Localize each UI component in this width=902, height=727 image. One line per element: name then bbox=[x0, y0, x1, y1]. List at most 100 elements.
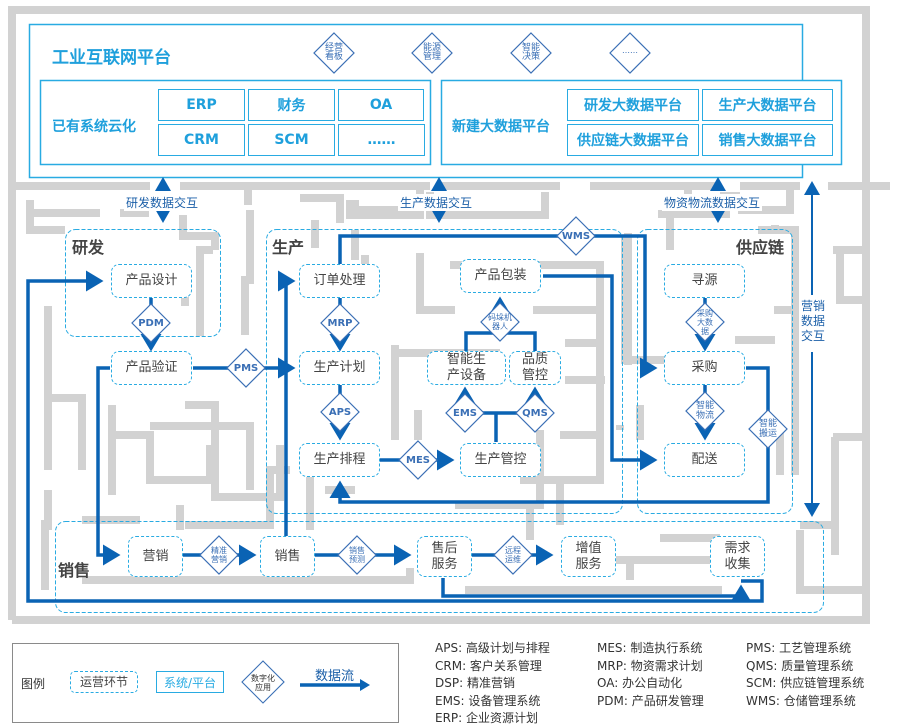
app-label: QMS bbox=[522, 407, 548, 419]
legend-process: 运营环节 bbox=[70, 671, 138, 693]
app-procurement-data: 采购大数据 bbox=[685, 302, 725, 342]
diamond-icon bbox=[493, 535, 533, 575]
app-mes: MES bbox=[398, 440, 438, 480]
diamond-icon bbox=[320, 303, 360, 343]
app-pdm: PDM bbox=[131, 303, 171, 343]
node-quality-control: 品质管控 bbox=[509, 351, 561, 385]
app-mrp: MRP bbox=[320, 303, 360, 343]
app-aps: APS bbox=[320, 392, 360, 432]
app-label: 智能搬运 bbox=[758, 419, 777, 439]
platform-production-bigdata: 生产大数据平台 bbox=[702, 89, 833, 121]
app-label: MRP bbox=[327, 317, 353, 329]
node-delivery: 配送 bbox=[664, 443, 745, 477]
node-marketing: 营销 bbox=[128, 536, 183, 577]
node-product-verify: 产品验证 bbox=[111, 351, 192, 385]
abbreviation-entry: PMS: 工艺管理系统 bbox=[746, 641, 852, 655]
diamond-icon bbox=[226, 348, 266, 388]
supply-section bbox=[637, 229, 793, 514]
platform-rd-bigdata: 研发大数据平台 bbox=[567, 89, 699, 121]
system-crm: CRM bbox=[158, 124, 245, 156]
app-pms: PMS bbox=[226, 348, 266, 388]
legend-flow-arrow-icon bbox=[300, 679, 370, 691]
production-section bbox=[266, 229, 623, 514]
legend bbox=[12, 643, 399, 723]
diamond-icon bbox=[131, 303, 171, 343]
abbreviation-entry: EMS: 设备管理系统 bbox=[435, 693, 541, 708]
platform-sales-bigdata: 销售大数据平台 bbox=[702, 124, 833, 156]
node-product-design: 产品设计 bbox=[111, 264, 192, 298]
abbreviation-entry: SCM: 供应链管理系统 bbox=[746, 676, 865, 690]
node-demand-collection: 需求收集 bbox=[710, 536, 765, 577]
node-order-processing: 订单处理 bbox=[299, 264, 380, 298]
app-sales-forecast: 销售预测 bbox=[337, 535, 377, 575]
flow-verify-to-marketing bbox=[96, 366, 121, 566]
app-smart-handling: 智能搬运 bbox=[748, 409, 788, 449]
node-production-schedule: 生产排程 bbox=[299, 443, 380, 477]
section-title-production: 生产 bbox=[272, 238, 305, 257]
diamond-icon bbox=[313, 32, 355, 74]
abbreviation-entry: DSP: 精准营销 bbox=[435, 676, 515, 690]
abbreviation-entry: APS: 高级计划与排程 bbox=[435, 641, 550, 655]
diamond-icon bbox=[337, 535, 377, 575]
app-label: PDM bbox=[138, 317, 164, 329]
label-rd-interaction: 研发数据交互 bbox=[124, 194, 201, 211]
system-more: …… bbox=[338, 124, 425, 156]
app-diamond-dashboard: 经营看板 bbox=[313, 32, 355, 74]
app-label: MES bbox=[406, 454, 430, 466]
diamond-icon bbox=[685, 302, 725, 342]
flow-sales-to-order bbox=[278, 270, 296, 539]
diamond-icon bbox=[241, 660, 285, 704]
diamond-icon bbox=[748, 409, 788, 449]
diamond-icon bbox=[510, 32, 552, 74]
app-smart-logistics: 智能物流 bbox=[685, 391, 725, 431]
platform-title: 工业互联网平台 bbox=[52, 48, 171, 68]
system-oa: OA bbox=[338, 89, 424, 121]
diamond-icon bbox=[515, 393, 555, 433]
app-label: WMS bbox=[561, 230, 591, 242]
app-robot: 码垛机器人 bbox=[480, 302, 520, 342]
abbreviation-entry: MRP: 物资需求计划 bbox=[597, 658, 703, 673]
app-label: 码垛机器人 bbox=[488, 313, 512, 331]
diamond-icon bbox=[480, 302, 520, 342]
abbreviation-entry: WMS: 仓储管理系统 bbox=[746, 693, 856, 708]
flow-demand-to-design bbox=[26, 270, 764, 603]
app-diamond-more: …… bbox=[609, 32, 651, 74]
abbreviation-entry: MES: 制造执行系统 bbox=[597, 641, 703, 655]
node-production-control: 生产管控 bbox=[460, 443, 541, 477]
label-production-interaction: 生产数据交互 bbox=[398, 194, 475, 211]
diamond-icon bbox=[320, 392, 360, 432]
diamond-icon bbox=[556, 216, 596, 256]
system-erp: ERP bbox=[158, 89, 245, 121]
system-finance: 财务 bbox=[248, 89, 335, 121]
app-diamond-energy: 能源管理 bbox=[411, 32, 453, 74]
app-label: 销售预测 bbox=[349, 546, 365, 564]
diamond-icon bbox=[199, 535, 239, 575]
legend-title: 图例 bbox=[21, 677, 46, 691]
sales-section bbox=[55, 521, 824, 613]
bigdata-label: 新建大数据平台 bbox=[452, 119, 550, 135]
app-label: 智能物流 bbox=[695, 401, 714, 421]
app-wms: WMS bbox=[556, 216, 596, 256]
legend-flow-label: 数据流 bbox=[315, 669, 355, 684]
abbreviation-entry: OA: 办公自动化 bbox=[597, 676, 683, 690]
app-qms: QMS bbox=[515, 393, 555, 433]
app-label: 精准营销 bbox=[211, 546, 227, 564]
diamond-icon bbox=[445, 393, 485, 433]
node-sales: 销售 bbox=[260, 536, 315, 577]
app-remote-ops: 远程运维 bbox=[493, 535, 533, 575]
app-ems: EMS bbox=[445, 393, 485, 433]
app-label: EMS bbox=[453, 407, 477, 419]
section-title-sales: 销售 bbox=[58, 561, 91, 580]
abbreviation-entry: ERP: 企业资源计划 bbox=[435, 711, 539, 725]
app-precision-marketing: 精准营销 bbox=[199, 535, 239, 575]
label-supply-interaction: 物资物流数据交互 bbox=[662, 194, 763, 211]
legend-app: 数字化应用 bbox=[241, 660, 285, 704]
abbreviation-entry: CRM: 客户关系管理 bbox=[435, 658, 542, 673]
app-label: APS bbox=[328, 406, 352, 418]
node-sourcing: 寻源 bbox=[664, 264, 745, 298]
node-production-plan: 生产计划 bbox=[299, 351, 380, 385]
node-smart-equipment: 智能生产设备 bbox=[427, 351, 506, 385]
existing-systems-label: 已有系统云化 bbox=[52, 119, 136, 135]
diamond-icon bbox=[685, 391, 725, 431]
